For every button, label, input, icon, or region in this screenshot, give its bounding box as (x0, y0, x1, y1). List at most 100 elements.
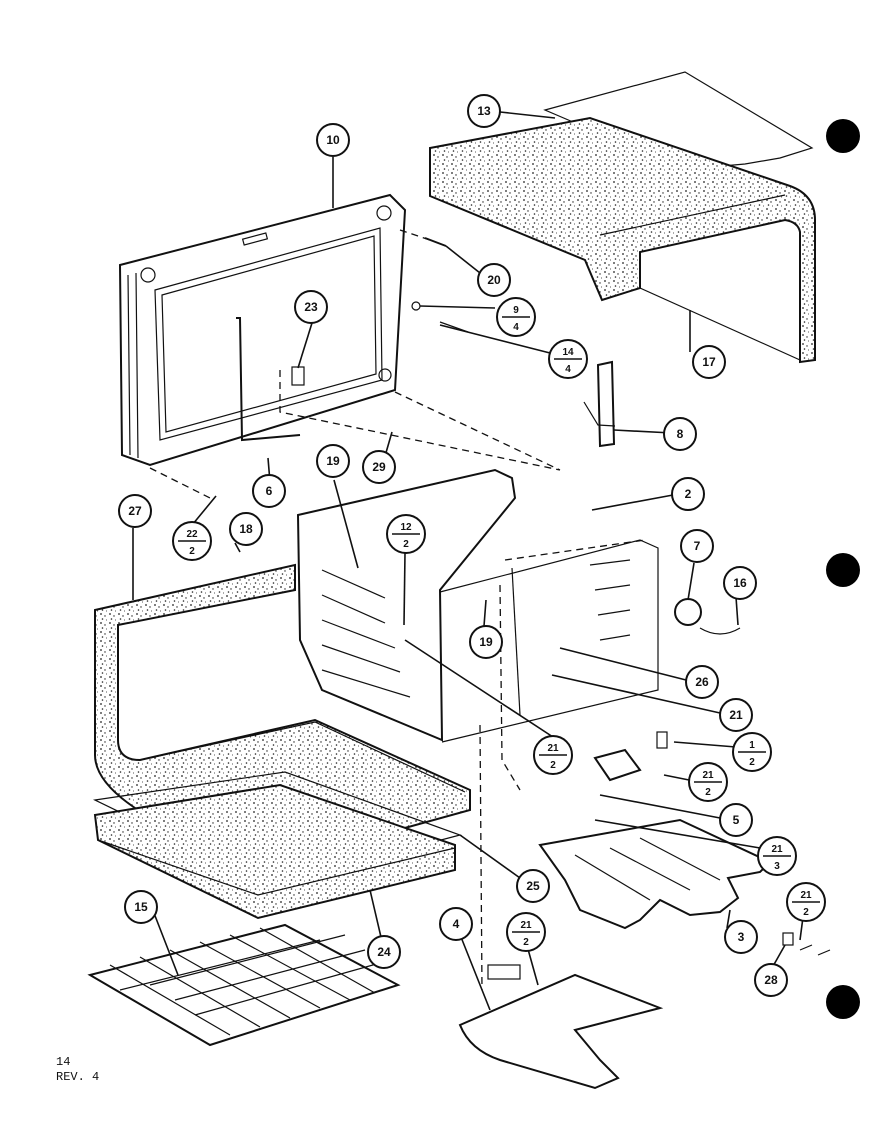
page-footer: 14 REV. 4 (56, 1055, 99, 1085)
svg-text:20: 20 (487, 273, 501, 287)
svg-text:21: 21 (547, 743, 559, 754)
part-17-wrapper (429, 116, 816, 364)
svg-text:2: 2 (749, 757, 755, 768)
svg-text:12: 12 (400, 522, 412, 533)
svg-text:4: 4 (453, 917, 460, 931)
callout-21-2-element: 21 2 (786, 882, 826, 922)
callout-3: 3 (724, 920, 758, 954)
callout-15: 15 (124, 890, 158, 924)
svg-text:21: 21 (520, 920, 532, 931)
part-28-terminal (782, 932, 831, 956)
callout-24: 24 (367, 935, 401, 969)
svg-text:4: 4 (513, 322, 519, 333)
part-5-thermostat (593, 748, 642, 782)
svg-text:2: 2 (705, 787, 711, 798)
part-2-oven-liner (296, 468, 659, 991)
svg-text:21: 21 (771, 844, 783, 855)
part-23-bracket (291, 366, 305, 386)
svg-text:14: 14 (562, 347, 574, 358)
punch-hole-top (826, 119, 860, 153)
callout-25: 25 (516, 869, 550, 903)
part-10-door-frame (118, 193, 407, 467)
part-6-gasket (236, 317, 301, 442)
callout-16: 16 (723, 566, 757, 600)
svg-text:1: 1 (749, 740, 755, 751)
callout-22-2: 222 (172, 521, 212, 561)
svg-text:23: 23 (304, 300, 318, 314)
svg-text:2: 2 (403, 539, 409, 550)
svg-text:2: 2 (550, 760, 556, 771)
svg-text:25: 25 (526, 879, 540, 893)
svg-text:8: 8 (677, 427, 684, 441)
punch-hole-bottom (826, 985, 860, 1019)
callout-20: 20 (477, 263, 511, 297)
svg-text:2: 2 (685, 487, 692, 501)
callout-19-top: 19 (316, 444, 350, 478)
callout-4: 4 (439, 907, 473, 941)
fasteners-top (411, 237, 469, 333)
svg-text:2: 2 (189, 546, 195, 557)
callout-5: 5 (719, 803, 753, 837)
callout-9-4: 94 (496, 297, 536, 337)
part-8-hinge (583, 360, 616, 448)
svg-text:6: 6 (266, 484, 273, 498)
svg-text:10: 10 (326, 133, 340, 147)
part-4-broil-element (458, 964, 664, 1090)
svg-text:21: 21 (800, 890, 812, 901)
svg-text:19: 19 (479, 635, 493, 649)
callout-27: 27 (118, 494, 152, 528)
svg-text:21: 21 (729, 708, 743, 722)
svg-text:28: 28 (764, 973, 778, 987)
leader-lines (132, 111, 806, 1011)
svg-text:16: 16 (733, 576, 747, 590)
callout-28: 28 (754, 963, 788, 997)
revision-label: REV. 4 (56, 1070, 100, 1084)
callout-13: 13 (467, 94, 501, 128)
page-number: 14 (56, 1055, 71, 1069)
callout-23: 23 (294, 290, 328, 324)
callout-12-2: 12 2 (386, 514, 426, 554)
part-7-light (674, 598, 702, 626)
callout-8: 8 (663, 417, 697, 451)
svg-text:26: 26 (695, 675, 709, 689)
svg-text:13: 13 (477, 104, 491, 118)
callout-29: 29 (362, 450, 396, 484)
part-1-clip (656, 731, 668, 749)
svg-text:29: 29 (372, 460, 386, 474)
callout-19-bottom: 19 (469, 625, 503, 659)
callout-10: 10 (316, 123, 350, 157)
svg-text:2: 2 (523, 937, 529, 948)
svg-text:21: 21 (702, 770, 714, 781)
callout-2: 2 (671, 477, 705, 511)
callout-18: 18 (229, 512, 263, 546)
punch-hole-middle (826, 553, 860, 587)
svg-text:3: 3 (738, 930, 745, 944)
callout-26: 26 (685, 665, 719, 699)
svg-text:27: 27 (128, 504, 142, 518)
callout-21-2-right: 21 2 (688, 762, 728, 802)
part-16-wire (699, 627, 741, 635)
callout-17: 17 (692, 345, 726, 379)
callout-14-4: 14 4 (548, 339, 588, 379)
svg-text:2: 2 (803, 907, 809, 918)
callout-21-2-broil: 21 2 (506, 912, 546, 952)
callout-7: 7 (680, 529, 714, 563)
svg-text:17: 17 (702, 355, 716, 369)
svg-text:3: 3 (774, 861, 780, 872)
svg-text:18: 18 (239, 522, 253, 536)
svg-text:19: 19 (326, 454, 340, 468)
svg-text:5: 5 (733, 813, 740, 827)
callout-21-2-liner: 21 2 (533, 735, 573, 775)
svg-text:4: 4 (565, 364, 571, 375)
callout-21-3: 21 3 (757, 836, 797, 876)
callout-1-2: 12 (732, 732, 772, 772)
part-24-bottom-pad (93, 783, 456, 920)
svg-text:15: 15 (134, 900, 148, 914)
callout-6: 6 (252, 474, 286, 508)
svg-text:24: 24 (377, 945, 391, 959)
svg-text:22: 22 (186, 529, 198, 540)
callout-21: 21 (719, 698, 753, 732)
svg-text:9: 9 (513, 305, 519, 316)
svg-text:7: 7 (694, 539, 701, 553)
